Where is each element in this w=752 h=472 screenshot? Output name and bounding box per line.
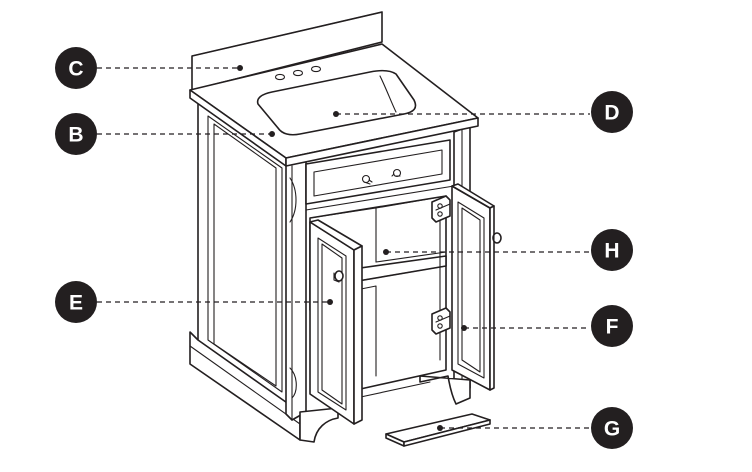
- callout-e: E: [55, 281, 97, 323]
- drawer-front: [305, 139, 451, 205]
- drawer-knobs: [361, 168, 402, 185]
- callout-b-label: B: [68, 124, 83, 147]
- callout-b: B: [55, 113, 97, 155]
- callout-c: C: [55, 47, 97, 89]
- door-hinges: [431, 195, 451, 335]
- callout-d-label: D: [604, 102, 619, 125]
- callout-d: D: [591, 91, 633, 133]
- callout-h-label: H: [604, 240, 619, 263]
- callout-f: F: [591, 305, 633, 347]
- callout-f-label: F: [606, 316, 619, 339]
- leader-lines: [97, 65, 590, 431]
- bottom-rail: [299, 407, 339, 443]
- callout-e-label: E: [69, 292, 83, 315]
- right-door: [431, 183, 502, 391]
- callout-g: G: [591, 407, 633, 449]
- callout-c-label: C: [68, 58, 83, 81]
- faucet-holes: [274, 65, 322, 81]
- callout-badges: C B D H E F G: [55, 47, 633, 449]
- side-panel-recess: [207, 115, 283, 393]
- sink-basin: [256, 69, 417, 136]
- right-door-knob: [492, 232, 502, 244]
- vanity-top: [189, 11, 479, 167]
- left-door-knob: [333, 270, 344, 283]
- callout-h: H: [591, 229, 633, 271]
- left-door: [309, 219, 363, 425]
- callout-g-label: G: [604, 418, 620, 441]
